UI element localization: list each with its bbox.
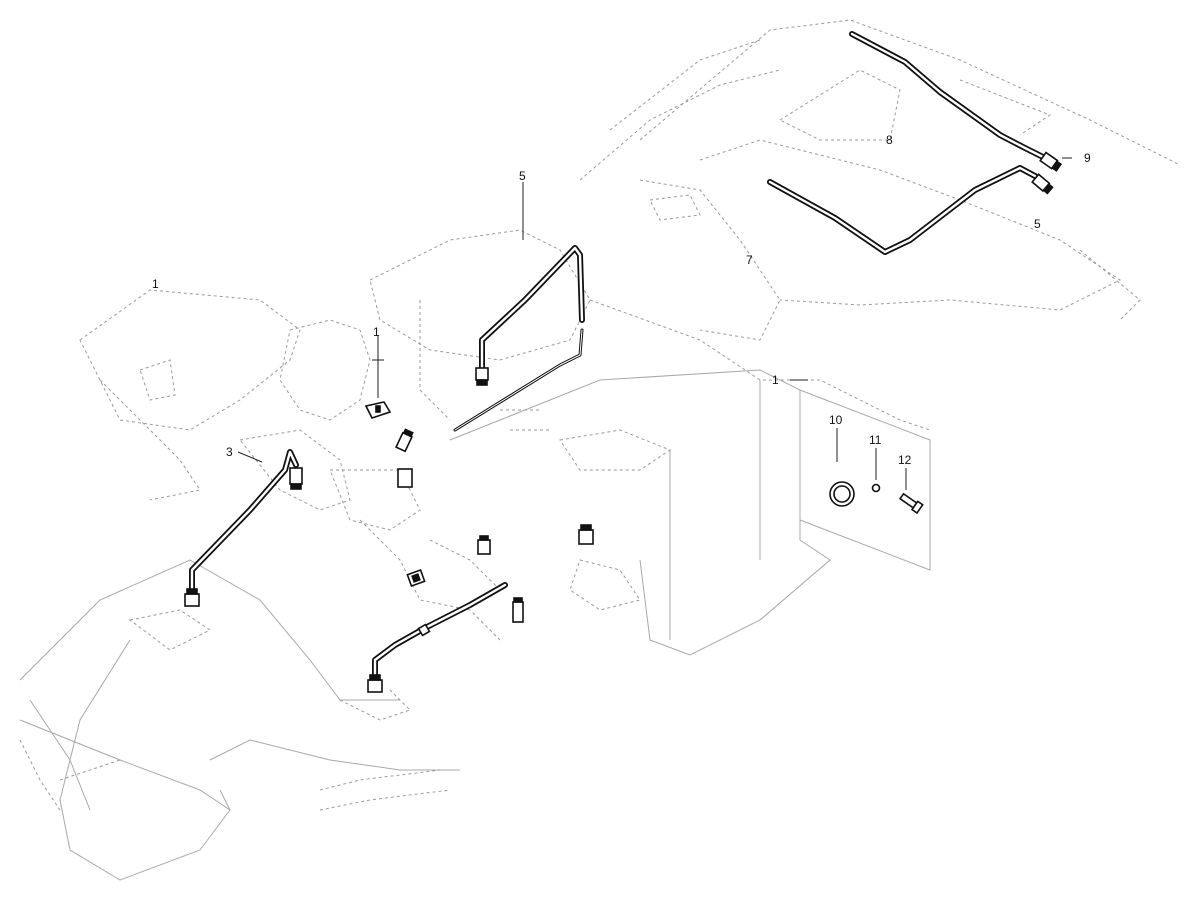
fitting-lower-bleeder (512, 597, 524, 623)
washer-part-11 (871, 483, 881, 493)
callout-11: 11 (869, 433, 882, 447)
brake-pipes (189, 31, 1048, 683)
callout-10: 10 (829, 413, 843, 427)
fitting-pipe8-end (1039, 151, 1063, 172)
callout-7: 7 (746, 253, 753, 267)
fitting-pipe3-upper (289, 467, 303, 490)
fitting-pipe6-end (475, 367, 489, 386)
callout-5-top: 5 (519, 169, 526, 183)
callout-3: 3 (226, 445, 233, 459)
leader-lines (237, 157, 1072, 490)
bolt-part-12 (898, 492, 924, 515)
fitting-pipe3-lower (184, 588, 200, 607)
brake-pipe-6-outline (479, 245, 585, 371)
fitting-mid-union (477, 535, 491, 555)
vehicle-body-outline (19, 19, 1181, 881)
fitting-center-union (395, 428, 414, 453)
callout-1-left: 1 (152, 277, 159, 291)
pipe-fittings (184, 151, 1063, 693)
brake-pipe-6-continuation (453, 328, 584, 432)
brake-pipe-8 (850, 32, 1047, 160)
brake-pipe-3 (190, 450, 298, 597)
clip-part-10 (829, 481, 855, 507)
fitting-lower-pipe-end (367, 674, 383, 693)
callout-8: 8 (886, 133, 893, 147)
callout-12: 12 (898, 453, 912, 467)
callout-5-right: 5 (1034, 217, 1041, 231)
fitting-center-sleeve (397, 468, 413, 488)
fitting-pipe7-end (1031, 173, 1054, 195)
fitting-lower-pipe-clip (417, 623, 431, 637)
brake-pipe-7 (768, 166, 1037, 254)
callout-1-center: 1 (373, 325, 380, 339)
callout-9: 9 (1084, 151, 1091, 165)
brake-pipe-lower (373, 583, 507, 682)
callout-labels: 1 1 1 3 5 5 7 8 9 10 11 12 (152, 133, 1091, 467)
brake-pipe-6 (480, 246, 584, 370)
fitting-lower-left-union (406, 568, 426, 588)
fitting-center-bolt (364, 401, 392, 419)
callout-1-right: 1 (772, 373, 779, 387)
brake-pipe-lower-outline (372, 582, 508, 683)
fitting-box-union (578, 524, 594, 545)
brake-pipe-8-outline (849, 31, 1048, 161)
